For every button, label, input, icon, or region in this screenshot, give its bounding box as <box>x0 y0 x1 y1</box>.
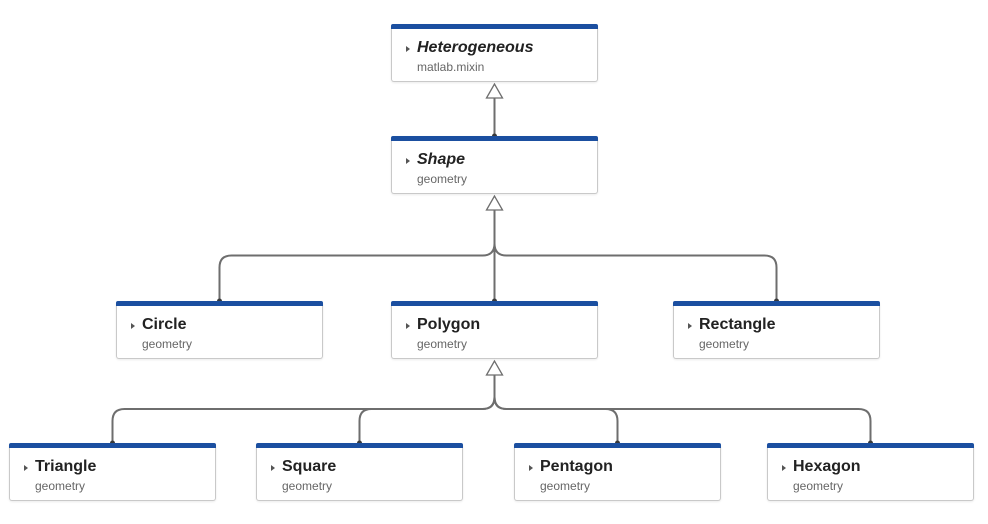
class-package: geometry <box>699 337 750 351</box>
class-name: Heterogeneous <box>417 39 534 56</box>
class-package: geometry <box>282 479 333 493</box>
class-package: geometry <box>142 337 193 351</box>
inheritance-arrow-icon-polygon <box>485 359 504 376</box>
class-name: Hexagon <box>793 458 861 475</box>
inheritance-edge-hexagon <box>493 375 872 443</box>
class-header-bar <box>391 301 598 306</box>
expand-triangle-icon[interactable] <box>406 46 410 52</box>
class-node-heterogeneous[interactable]: Heterogeneous matlab.mixin <box>391 24 598 82</box>
expand-triangle-icon[interactable] <box>24 465 28 471</box>
class-name: Square <box>282 458 337 475</box>
class-header-bar <box>391 136 598 141</box>
class-package: geometry <box>417 172 468 186</box>
class-name: Rectangle <box>699 316 776 333</box>
inheritance-arrow-icon-heterogeneous <box>485 82 504 99</box>
class-package: matlab.mixin <box>417 60 485 74</box>
class-header-bar <box>767 443 974 448</box>
class-node-square[interactable]: Square geometry <box>256 443 463 501</box>
expand-triangle-icon[interactable] <box>271 465 275 471</box>
class-header-bar <box>391 24 598 29</box>
expand-triangle-icon[interactable] <box>688 323 692 329</box>
class-header-bar <box>673 301 880 306</box>
expand-triangle-icon[interactable] <box>782 465 786 471</box>
class-package: geometry <box>793 479 844 493</box>
class-header-bar <box>256 443 463 448</box>
class-header-bar <box>514 443 721 448</box>
inheritance-edge-square <box>358 375 496 443</box>
expand-triangle-icon[interactable] <box>131 323 135 329</box>
class-node-polygon[interactable]: Polygon geometry <box>391 301 598 359</box>
expand-triangle-icon[interactable] <box>529 465 533 471</box>
class-name: Shape <box>417 151 466 168</box>
class-package: geometry <box>417 337 468 351</box>
class-node-pentagon[interactable]: Pentagon geometry <box>514 443 721 501</box>
class-name: Polygon <box>417 316 481 333</box>
class-header-bar <box>9 443 216 448</box>
class-node-hexagon[interactable]: Hexagon geometry <box>767 443 974 501</box>
class-header-bar <box>116 301 323 306</box>
class-package: geometry <box>35 479 86 493</box>
inheritance-edge-circle <box>218 210 496 301</box>
inheritance-arrow-icon-shape <box>485 194 504 211</box>
class-name: Circle <box>142 316 187 333</box>
class-node-rectangle[interactable]: Rectangle geometry <box>673 301 880 359</box>
class-name: Pentagon <box>540 458 613 475</box>
expand-triangle-icon[interactable] <box>406 158 410 164</box>
expand-triangle-icon[interactable] <box>406 323 410 329</box>
class-name: Triangle <box>35 458 97 475</box>
class-node-circle[interactable]: Circle geometry <box>116 301 323 359</box>
inheritance-edge-rectangle <box>493 210 778 301</box>
class-node-shape[interactable]: Shape geometry <box>391 136 598 194</box>
class-node-triangle[interactable]: Triangle geometry <box>9 443 216 501</box>
class-package: geometry <box>540 479 591 493</box>
